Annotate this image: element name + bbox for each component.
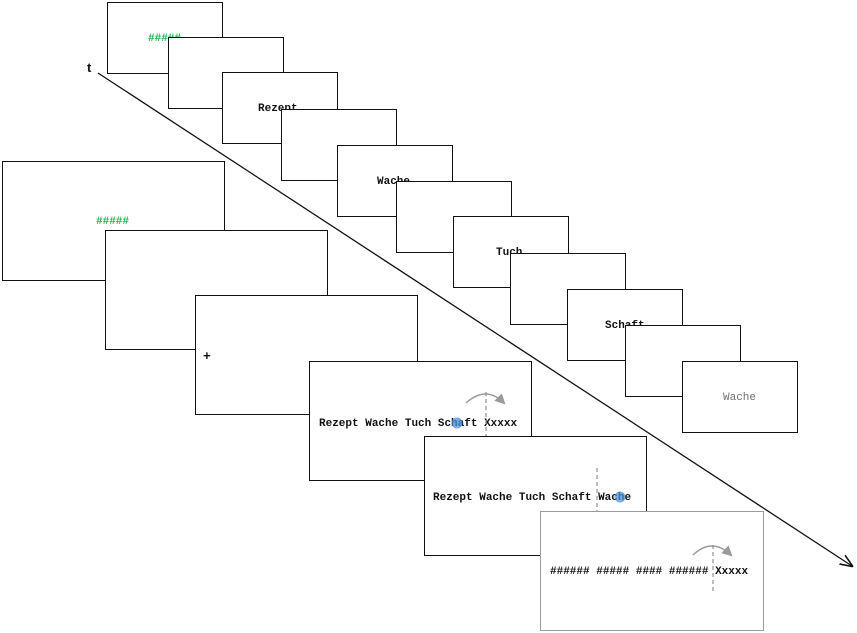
target-word-3: Tuch	[518, 492, 546, 504]
masked-word-3: ####	[635, 566, 663, 578]
preview-word-1: Rezept	[319, 418, 359, 430]
preview-word-2: Wache	[365, 418, 399, 430]
fixation-cross: +	[203, 349, 211, 364]
top-mask-text: #####	[148, 33, 182, 45]
target-word-5: Wache	[598, 492, 632, 504]
target-word-1: Rezept	[433, 492, 473, 504]
masked-word-5: Xxxxx	[715, 566, 749, 578]
top-frame-11: Wache	[682, 361, 798, 433]
bottom-frame-masked: ###### ##### #### ###### Xxxxx	[540, 511, 764, 631]
preview-word-3: Tuch	[404, 418, 432, 430]
masked-word-1: ######	[550, 566, 590, 578]
top-target-word: Wache	[723, 392, 757, 404]
masked-word-2: #####	[596, 566, 630, 578]
preview-sentence: Rezept Wache Tuch Schaft Xxxxx	[319, 419, 517, 430]
preview-word-5: Xxxxx	[484, 418, 518, 430]
bottom-mask-text: #####	[96, 216, 130, 228]
target-word-4: Schaft	[551, 492, 592, 504]
target-word-2: Wache	[479, 492, 513, 504]
masked-word-4: ######	[668, 566, 709, 578]
target-sentence: Rezept Wache Tuch Schaft Wache	[433, 493, 631, 504]
time-axis-label: t	[87, 60, 92, 75]
masked-sentence: ###### ##### #### ###### Xxxxx	[550, 567, 748, 578]
preview-word-4: Schaft	[437, 418, 478, 430]
